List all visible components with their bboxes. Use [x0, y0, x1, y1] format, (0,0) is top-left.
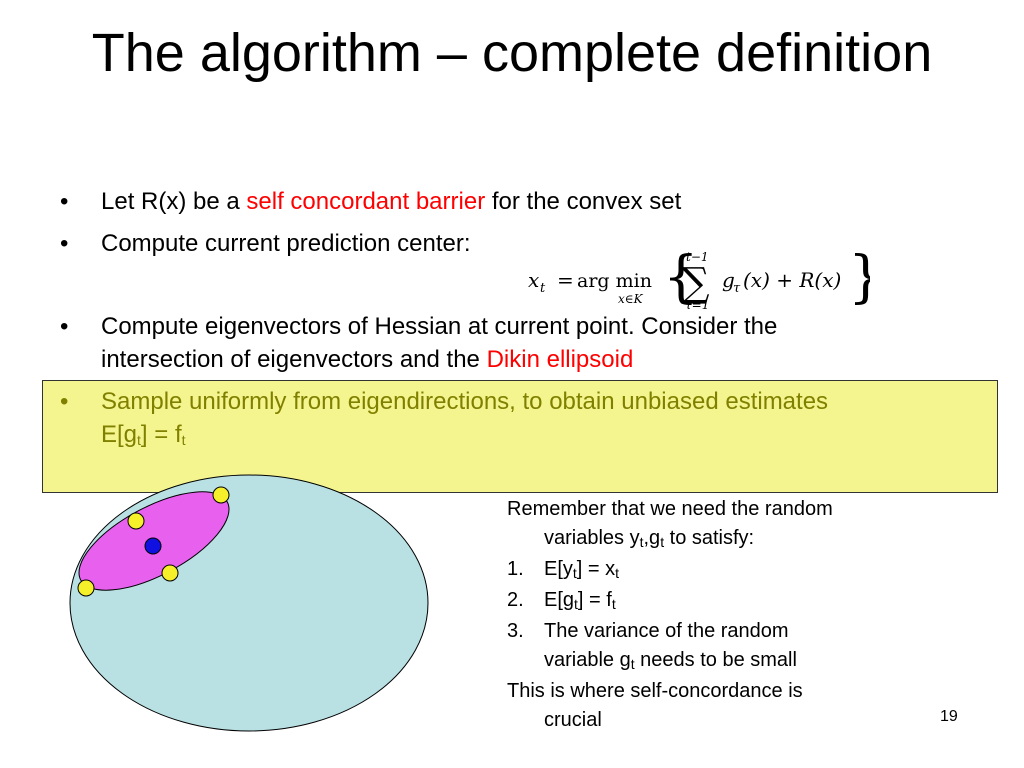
note-item-1-mid: ] = x — [576, 558, 616, 580]
bullet-dot: • — [60, 188, 69, 215]
convex-set-ellipse — [69, 474, 429, 732]
note-item-1-number: 1. — [507, 558, 524, 580]
formula-term-args: (x) + R(x) — [743, 268, 841, 292]
bullet-3-line-1: Compute eigenvectors of Hessian at curre… — [101, 313, 778, 340]
bullet-3-line-2-pre: intersection of eigenvectors and the — [101, 346, 487, 373]
note-item-2-sub-1: t — [574, 596, 578, 612]
note-item-3-pre: variable g — [544, 649, 631, 671]
note-item-1-sub-2: t — [615, 565, 620, 581]
prediction-center-point — [144, 537, 162, 555]
sample-point — [77, 579, 95, 597]
note-outro-line-2: crucial — [544, 709, 602, 731]
note-item-2-sub-2: t — [611, 596, 616, 612]
page-number: 19 — [940, 708, 958, 725]
formula-sum-upper: t−1 — [686, 250, 709, 264]
formula-lhs-var: x — [528, 268, 539, 292]
note-item-2-pre: E[g — [544, 589, 575, 611]
note-item-1-pre: E[y — [544, 558, 573, 580]
note-item-3-sub: t — [630, 656, 635, 672]
bullet-1-highlight: self concordant barrier — [246, 188, 486, 215]
bullet-1-post: for the convex set — [485, 188, 682, 215]
formula-right-brace: } — [848, 245, 870, 310]
highlight-box — [42, 380, 998, 493]
note-intro-mid: ,g — [643, 527, 661, 549]
formula-sum-symbol: ∑ — [681, 260, 710, 306]
note-item-2: E[gt] = ft — [544, 586, 616, 615]
note-intro-line-1: Remember that we need the random — [507, 498, 833, 520]
bullet-1-text: Let R(x) be a self concordant barrier fo… — [101, 185, 681, 218]
bullet-dot: • — [60, 388, 69, 415]
note-intro-post: to satisfy: — [664, 527, 755, 549]
note-item-1: E[yt] = xt — [544, 555, 619, 584]
bullet-4-line-2-mid: ] = f — [140, 421, 182, 448]
formula-lhs-sub: t — [540, 281, 546, 296]
formula-term-g: g — [722, 268, 735, 292]
formula-sum-lower: τ=1 — [685, 298, 709, 310]
bullet-3-line-2: intersection of eigenvectors and the Dik… — [101, 343, 633, 376]
bullet-4-line-2-pre: E[g — [101, 421, 138, 448]
sample-point — [212, 486, 230, 504]
note-intro-pre: variables y — [544, 527, 640, 549]
note-item-2-mid: ] = f — [577, 589, 612, 611]
bullet-4-sub-1: t — [137, 432, 141, 448]
note-intro-line-2: variables yt,gt to satisfy: — [544, 524, 754, 553]
note-item-3-line-2: variable gt needs to be small — [544, 646, 797, 675]
formula-equals: = — [557, 268, 574, 292]
formula-argmin: arg min — [577, 270, 652, 292]
note-item-3-post: needs to be small — [634, 649, 797, 671]
bullet-4-sub-2: t — [181, 432, 186, 448]
bullet-4-line-2: E[gt] = ft — [101, 418, 186, 451]
formula-term-g-sub: τ — [733, 281, 741, 296]
note-intro-sub-2: t — [660, 534, 665, 550]
bullet-dot: • — [60, 230, 69, 257]
note-intro-sub-1: t — [639, 534, 644, 550]
note-item-3-number: 3. — [507, 620, 524, 642]
bullet-2-text: Compute current prediction center: — [101, 230, 471, 257]
formula-argmin-sub: x∈K — [618, 292, 644, 306]
bullet-4-line-1: Sample uniformly from eigendirections, t… — [101, 388, 829, 415]
bullet-1-pre: Let R(x) be a — [101, 188, 247, 215]
note-outro-line-1: This is where self-concordance is — [507, 680, 803, 702]
sample-point — [161, 564, 179, 582]
prediction-center-formula: x t = arg min x∈K { t−1 ∑ τ=1 g τ (x) + … — [528, 245, 870, 310]
bullet-dot: • — [60, 313, 69, 340]
note-item-1-sub-1: t — [572, 565, 577, 581]
note-item-2-number: 2. — [507, 589, 524, 611]
note-item-3-line-1: The variance of the random — [544, 620, 789, 642]
bullet-3-highlight: Dikin ellipsoid — [486, 346, 634, 373]
sample-point — [127, 512, 145, 530]
slide-title: The algorithm – complete definition — [91, 23, 933, 83]
formula-left-brace: { — [663, 245, 699, 310]
